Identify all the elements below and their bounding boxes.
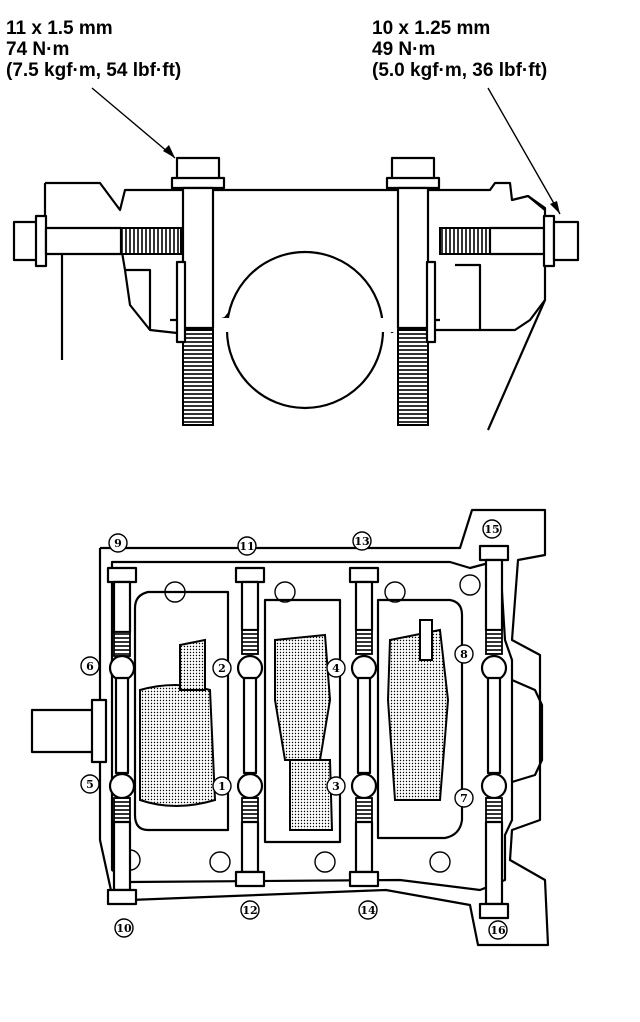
spec-left-torque-alt: (7.5 kgf·m, 54 lbf·ft)	[6, 60, 182, 81]
callout-circle-13	[352, 531, 372, 551]
callout-label-11: 11	[239, 540, 254, 553]
callout-circle-1	[212, 776, 232, 796]
callout-circle-7	[454, 788, 474, 808]
spec-right-torque: 49 N·m	[372, 39, 436, 60]
crankshaft-snout	[30, 708, 96, 754]
callout-circle-9	[108, 533, 128, 553]
callout-label-14: 14	[360, 904, 376, 917]
callout-label-5: 5	[86, 778, 94, 791]
spec-right-size: 10 x 1.25 mm	[372, 18, 491, 39]
callout-label-4: 4	[332, 662, 340, 675]
cap-bolt-left	[170, 156, 226, 426]
callout-label-3: 3	[332, 780, 340, 793]
bolt-column-2	[234, 566, 266, 888]
callout-circle-2	[212, 658, 232, 678]
spec-left-torque: 74 N·m	[6, 39, 70, 60]
callout-label-12: 12	[242, 904, 257, 917]
callout-circle-10	[114, 918, 134, 938]
callout-label-6: 6	[86, 660, 94, 673]
spec-left-bolt: 11 x 1.5 mm 74 N·m (7.5 kgf·m, 54 lbf·ft…	[6, 18, 181, 81]
callout-label-8: 8	[460, 648, 468, 661]
callout-label-10: 10	[116, 922, 132, 935]
callout-circle-15	[482, 519, 502, 539]
spec-left-size: 11 x 1.5 mm	[6, 18, 113, 39]
callout-circle-11	[237, 536, 257, 556]
callout-circle-5	[80, 774, 100, 794]
callout-label-15: 15	[484, 523, 499, 536]
leader-left	[91, 87, 176, 159]
callout-label-13: 13	[354, 535, 369, 548]
callout-label-1: 1	[218, 780, 226, 793]
callout-label-7: 7	[460, 792, 468, 805]
callout-circle-8	[454, 644, 474, 664]
spec-right-bolt: 10 x 1.25 mm 49 N·m (5.0 kgf·m, 36 lbf·f…	[372, 18, 547, 81]
side-bolt-left	[12, 214, 182, 268]
bolt-column-4	[478, 544, 510, 920]
callout-label-9: 9	[114, 537, 122, 550]
callout-label-2: 2	[218, 662, 226, 675]
callout-circle-14	[358, 900, 378, 920]
bolt-column-1	[106, 566, 138, 906]
callout-circle-4	[326, 658, 346, 678]
callout-circle-16	[488, 920, 508, 940]
callout-circle-3	[326, 776, 346, 796]
cap-bolt-right	[385, 156, 441, 426]
side-bolt-right	[439, 214, 580, 268]
side-section-view	[12, 87, 580, 431]
bolt-column-3	[348, 566, 380, 888]
callout-circle-12	[240, 900, 260, 920]
callout-circle-6	[80, 656, 100, 676]
leader-right	[487, 87, 561, 215]
callout-label-16: 16	[490, 924, 506, 937]
spec-right-torque-alt: (5.0 kgf·m, 36 lbf·ft)	[372, 60, 548, 81]
